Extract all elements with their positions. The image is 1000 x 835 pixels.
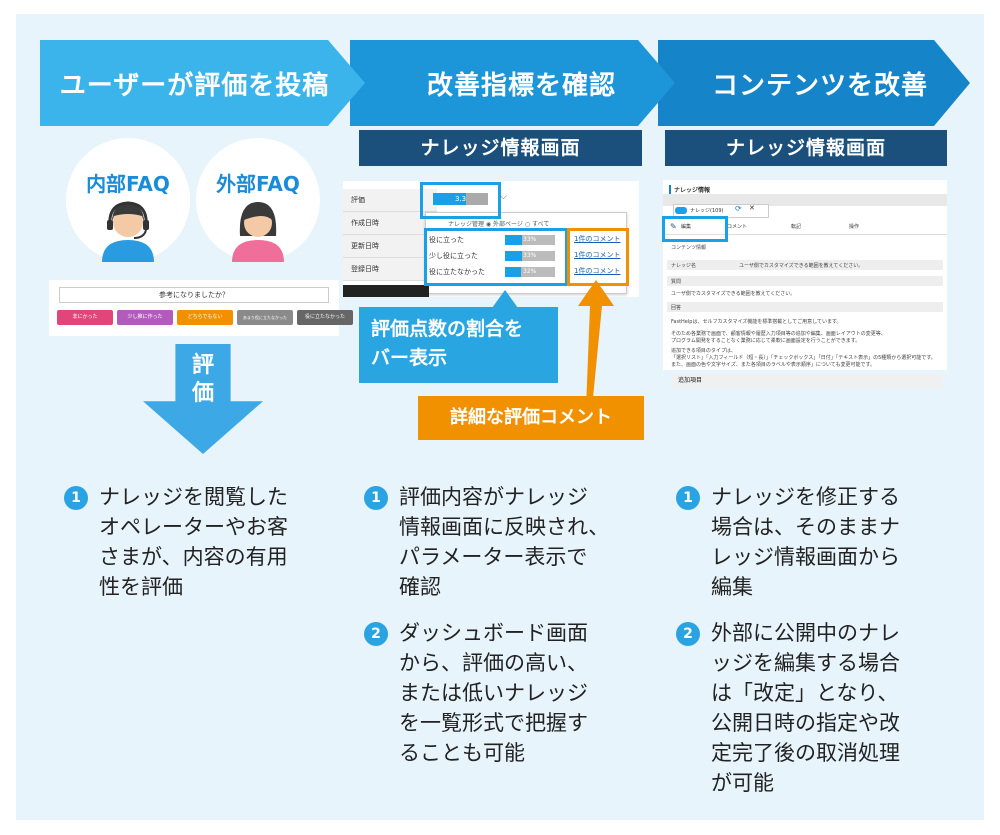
answer-line: 追加できる項目のタイプは、 — [671, 348, 736, 354]
list-item-text: ナレッジを修正する 場合は、そのままナ レッジ情報画面から 編集 — [711, 485, 900, 599]
rating-row-not-helpful: 役に立たなかった 32% — [429, 264, 555, 280]
score-bar: 3.3 — [433, 193, 488, 205]
detailed-comment-callout: 詳細な評価コメント — [418, 396, 644, 440]
feedback-button-very-helpful[interactable]: 非にかった — [57, 310, 113, 325]
operator-headset-icon — [102, 201, 154, 262]
external-faq-bubble: 外部FAQ — [196, 138, 320, 262]
rating-percent: 33% — [523, 252, 537, 259]
number-badge: 2 — [364, 622, 388, 646]
col2-header: ナレッジ情報画面 — [359, 130, 642, 166]
rating-label: 役に立った — [429, 236, 464, 244]
question-value: ユーザ側でカスタマイズできる範囲を教えてください。 — [671, 291, 796, 297]
list-item: 1 ナレッジを修正する 場合は、そのままナ レッジ情報画面から 編集 — [676, 482, 956, 602]
process-steps: ユーザーが評価を投稿 改善指標を確認 コンテンツを改善 — [40, 40, 970, 126]
step-1-label: ユーザーが評価を投稿 — [59, 70, 330, 101]
pencil-icon: ✎ — [670, 222, 677, 231]
close-icon[interactable]: ✕ — [749, 204, 755, 212]
step-2-label: 改善指標を確認 — [426, 70, 616, 101]
number-badge: 1 — [64, 486, 88, 510]
feedback-button-not-very-helpful[interactable]: あまり役に立たなかった — [237, 310, 293, 325]
internal-faq-label: 内部FAQ — [86, 172, 170, 196]
field-rating: 評価 — [343, 189, 437, 212]
feedback-buttons: 非にかった 少し推に作った どちらでもない あまり役に立たなかった 役に立たなか… — [57, 310, 353, 325]
rating-label: 役に立たなかった — [429, 268, 485, 276]
rating-row-somewhat: 少し役に立った 33% — [429, 248, 555, 264]
list-item: 1 ナレッジを閲覧した オペレーターやお客 さまが、内容の有用 性を評価 — [64, 482, 334, 602]
col2-list: 1 評価内容がナレッジ 情報画面に反映され、 パラメーター表示で 確認 2 ダッ… — [364, 482, 654, 784]
score-value: 3.3 — [455, 195, 467, 203]
rating-label: 少し役に立った — [429, 252, 478, 260]
list-item: 1 評価内容がナレッジ 情報画面に反映され、 パラメーター表示で 確認 — [364, 482, 654, 602]
field-registered: 登録日時 — [343, 258, 437, 281]
knowledge-edit-screenshot: ナレッジ情報 ナレッジ(109) ⟳ ✕ 編集 コメント 転記 操作 コンテンツ… — [663, 180, 947, 370]
rating-arrow-label: 評価 — [191, 353, 214, 406]
step-3-label: コンテンツを改善 — [711, 70, 928, 101]
rating-bars-highlight — [424, 228, 568, 286]
list-item: 2 ダッシュボード画面 から、評価の高い、 または低いナレッジ を一覧形式で把握… — [364, 618, 654, 768]
rating-bar: 33% — [505, 235, 555, 245]
comment-button[interactable]: コメント — [727, 224, 748, 230]
orange-callout-pointer — [578, 280, 614, 408]
number-badge: 1 — [676, 486, 700, 510]
rating-bar: 33% — [505, 251, 555, 261]
answer-line: また、画面の色や文字サイズ、また各項目のラベルや表示順序」についても変更可能です… — [671, 362, 875, 368]
feedback-button-not-helpful[interactable]: 役に立たなかった — [297, 310, 353, 325]
list-item-text: ナレッジを閲覧した オペレーターやお客 さまが、内容の有用 性を評価 — [99, 485, 288, 599]
refresh-icon[interactable]: ⟳ — [735, 204, 742, 213]
feedback-button-somewhat-helpful[interactable]: 少し推に作った — [117, 310, 173, 325]
step-user-posts-rating: ユーザーが評価を投稿 — [40, 40, 365, 126]
answer-line: そのため各業務で画面で、顧客情報や履歴入力項目等の追加や編集、画面レイアウトの変… — [671, 331, 886, 337]
answer-line: プログラム開発をすることなく業務に応じて柔軟に画面設定を行うことができます。 — [671, 338, 861, 344]
knowledge-name-value: ユーザ側でカスタマイズできる範囲を教えてください。 — [739, 263, 864, 269]
rating-row-helpful: 役に立った 33% — [429, 232, 555, 248]
edit-button-highlight — [662, 216, 728, 242]
transcribe-button[interactable]: 転記 — [791, 224, 802, 230]
field-answer: 回答 — [671, 305, 682, 311]
customer-icon — [232, 202, 284, 262]
list-item-text: 外部に公開中のナレ ッジを編集する場合 は「改定」となり、 公開日時の指定や改 … — [711, 621, 900, 795]
rating-bar: 32% — [505, 267, 555, 277]
col3-header: ナレッジ情報画面 — [665, 130, 947, 166]
step-check-metrics: 改善指標を確認 — [350, 40, 675, 126]
answer-line: 「選択リスト」「入力フィールド（短・長）」「チェックボックス」「日付」「テキスト… — [671, 355, 936, 361]
number-badge: 1 — [364, 486, 388, 510]
bar-display-callout: 評価点数の割合を バー表示 — [359, 307, 558, 383]
field-question: 質問 — [671, 279, 682, 285]
answer-line: FastHelpは、セルフカスタマイズ機能を標準搭載としてご用意しています。 — [671, 319, 842, 325]
score-bar-fill — [433, 193, 466, 205]
screen-title: ナレッジ情報 — [669, 185, 710, 194]
rating-percent: 32% — [523, 268, 537, 275]
field-additional: 追加項目 — [672, 374, 942, 388]
content-section-label: コンテンツ情報 — [671, 245, 707, 251]
edit-button[interactable]: 編集 — [681, 224, 692, 230]
field-created: 作成日時 — [343, 212, 437, 235]
feedback-button-neutral[interactable]: どちらでもない — [177, 310, 233, 325]
score-highlight: 3.3 — [420, 182, 501, 219]
col1-list: 1 ナレッジを閲覧した オペレーターやお客 さまが、内容の有用 性を評価 — [64, 482, 334, 618]
list-item-text: 評価内容がナレッジ 情報画面に反映され、 パラメーター表示で 確認 — [399, 485, 610, 599]
internal-faq-bubble: 内部FAQ — [66, 138, 190, 262]
feedback-question: 参考になりましたか？ — [59, 287, 329, 303]
dark-strip — [343, 285, 429, 297]
col3-list: 1 ナレッジを修正する 場合は、そのままナ レッジ情報画面から 編集 2 外部に… — [676, 482, 956, 814]
popup-filter: ナレッジ管理 ◉ 外部ページ ○ すべて — [448, 221, 550, 228]
rating-percent: 33% — [523, 236, 537, 243]
list-item-text: ダッシュボード画面 から、評価の高い、 または低いナレッジ を一覧形式で把握す … — [399, 621, 588, 765]
number-badge: 2 — [676, 622, 700, 646]
list-item: 2 外部に公開中のナレ ッジを編集する場合 は「改定」となり、 公開日時の指定や… — [676, 618, 956, 798]
comment-link[interactable]: 1件のコメント — [574, 267, 621, 275]
feedback-widget: 参考になりましたか？ 非にかった 少し推に作った どちらでもない あまり役に立た… — [49, 280, 353, 336]
field-updated: 更新日時 — [343, 235, 437, 258]
chevron-down-icon[interactable]: ⌵ — [500, 192, 507, 202]
field-knowledge-name: ナレッジ名 — [671, 263, 697, 269]
comment-link[interactable]: 1件のコメント — [574, 251, 621, 259]
external-faq-label: 外部FAQ — [216, 172, 300, 196]
comment-link[interactable]: 1件のコメント — [574, 235, 621, 243]
step-improve-content: コンテンツを改善 — [658, 40, 970, 126]
operation-button[interactable]: 操作 — [849, 224, 860, 230]
